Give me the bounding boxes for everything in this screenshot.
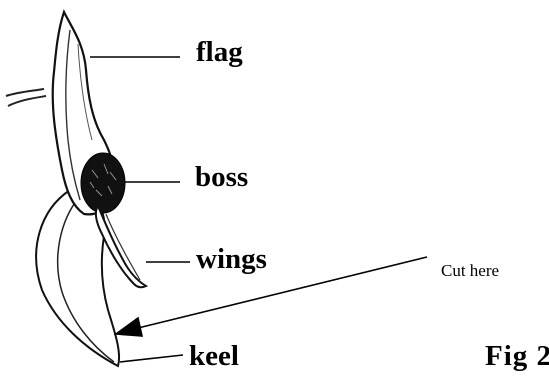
cut-here-label: Cut here (441, 262, 499, 279)
flag-label: flag (196, 38, 243, 67)
arrow-pointer (116, 257, 427, 336)
wings-label: wings (196, 245, 267, 274)
boss-label: boss (195, 163, 248, 192)
keel-label: keel (189, 342, 239, 371)
boss-blob (81, 153, 125, 213)
stem (6, 89, 46, 106)
keel-leader (120, 355, 183, 362)
figure-caption: Fig 2.26 (485, 342, 549, 371)
